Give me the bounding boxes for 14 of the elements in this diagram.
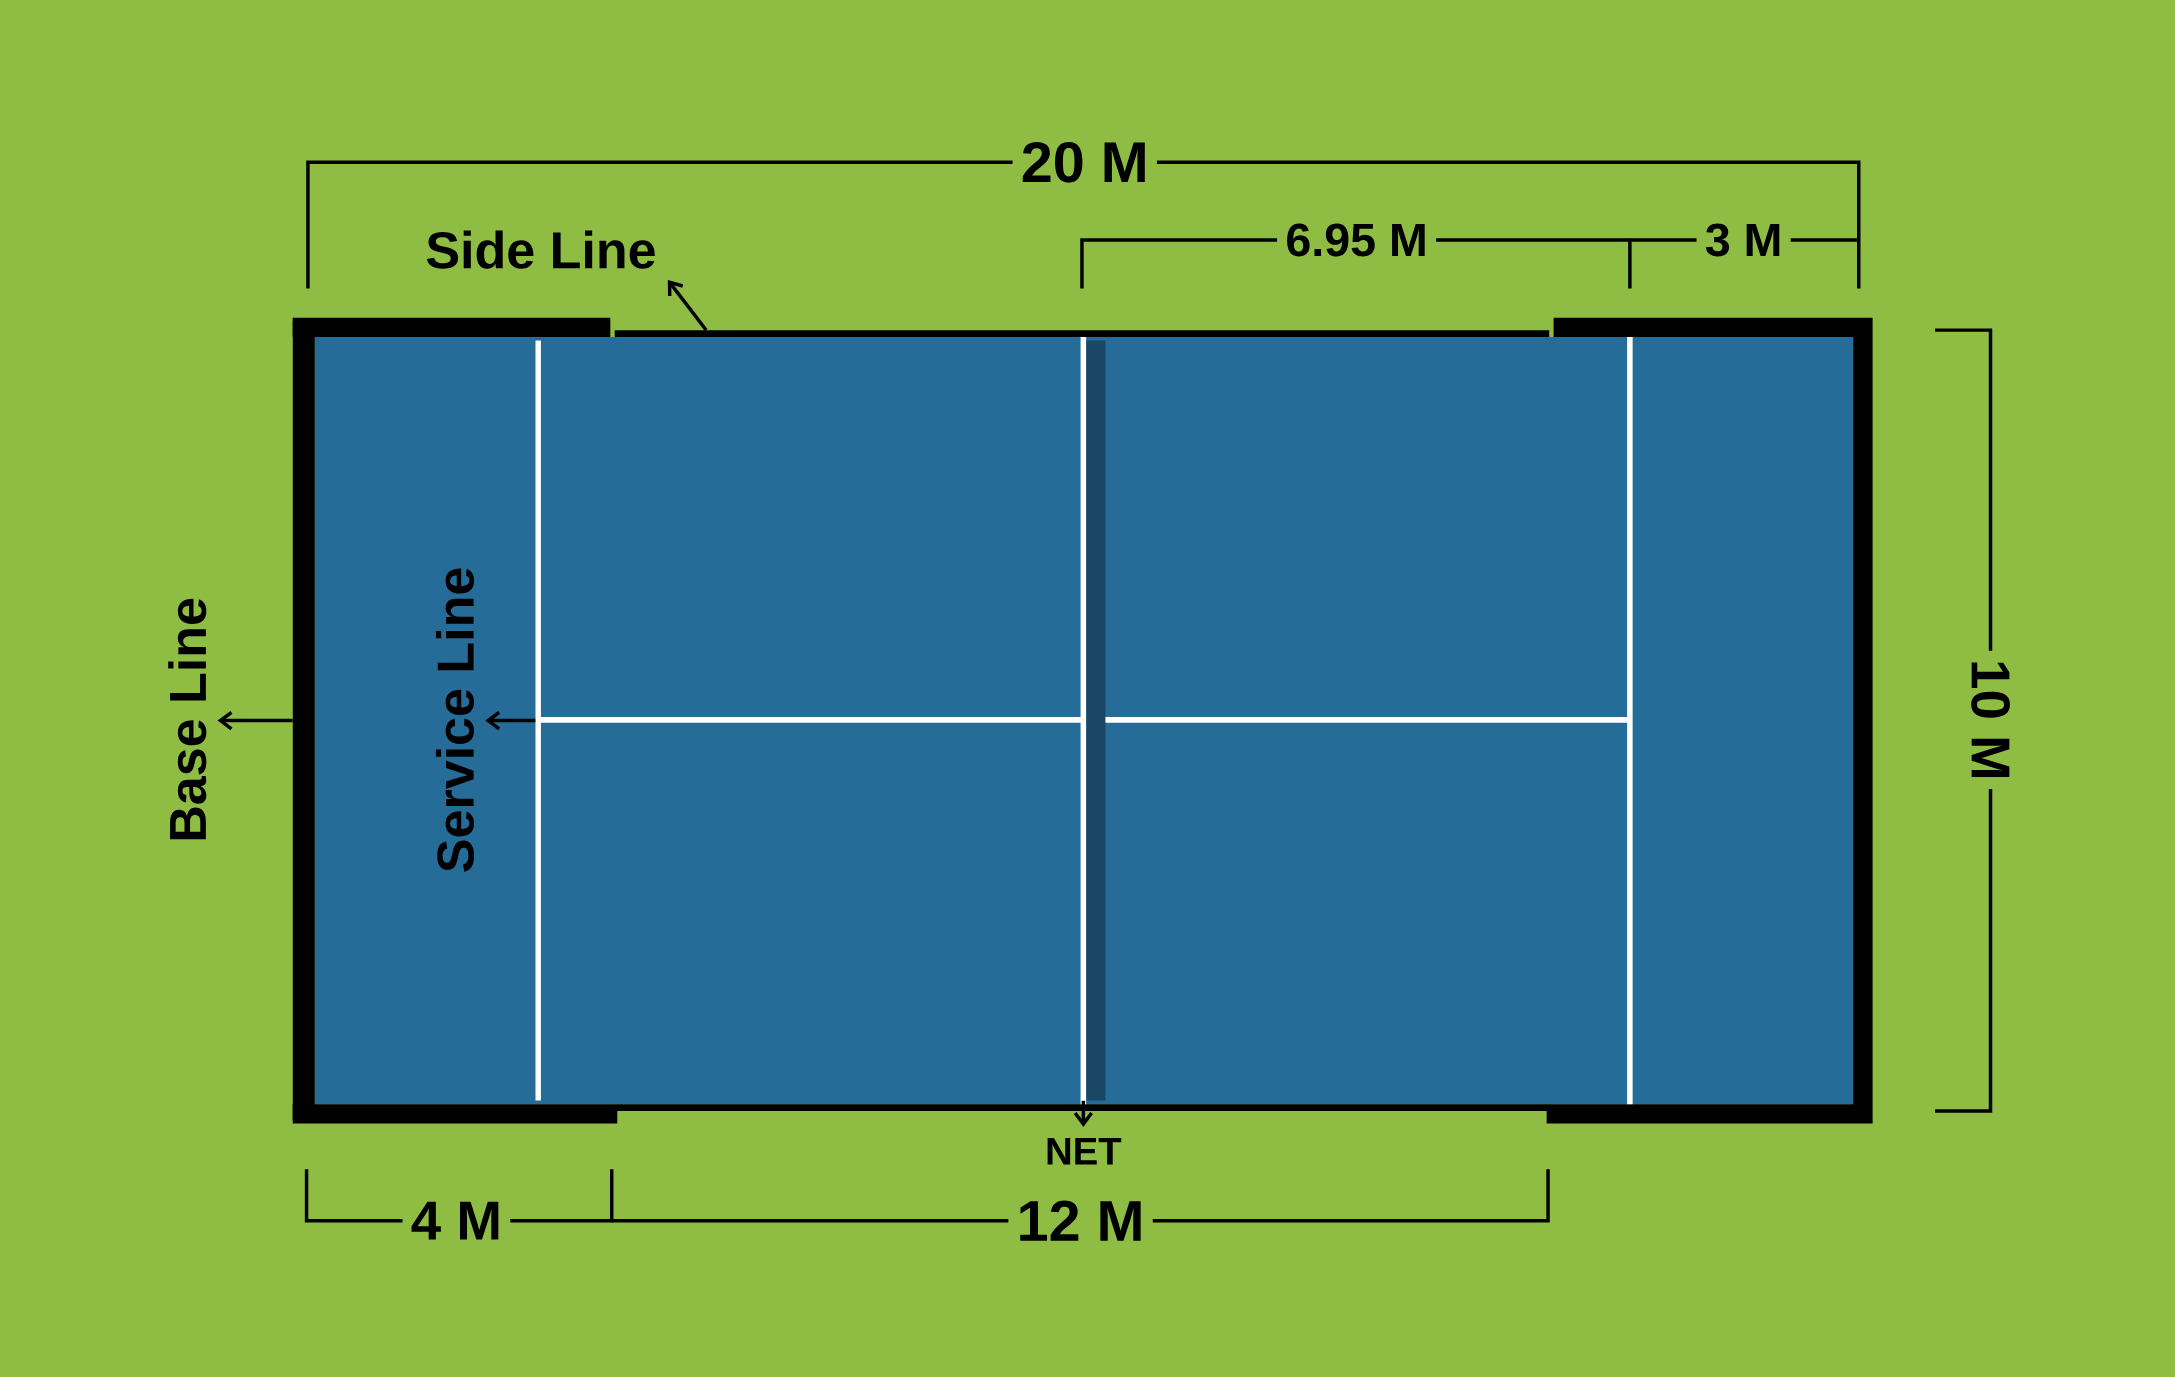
line-label: NET [1047, 1137, 1122, 1165]
leader-line [485, 710, 536, 730]
dimension-label: 20 M [1012, 133, 1157, 191]
dimension-label: 4 M [402, 1193, 511, 1248]
dimension-label: 12 M [1008, 1192, 1153, 1249]
leader-line [217, 710, 293, 730]
leader-line [667, 279, 708, 331]
line-label: Side Line [426, 230, 655, 269]
dimension-label: 3 M [1696, 215, 1791, 265]
line-label: Service Line [435, 568, 475, 872]
line-label: Base Line [168, 598, 207, 840]
dimension-label: 6.95 M [1277, 215, 1437, 265]
dimension-label: 10 M [1962, 650, 2019, 789]
leader-line [1073, 1100, 1093, 1127]
